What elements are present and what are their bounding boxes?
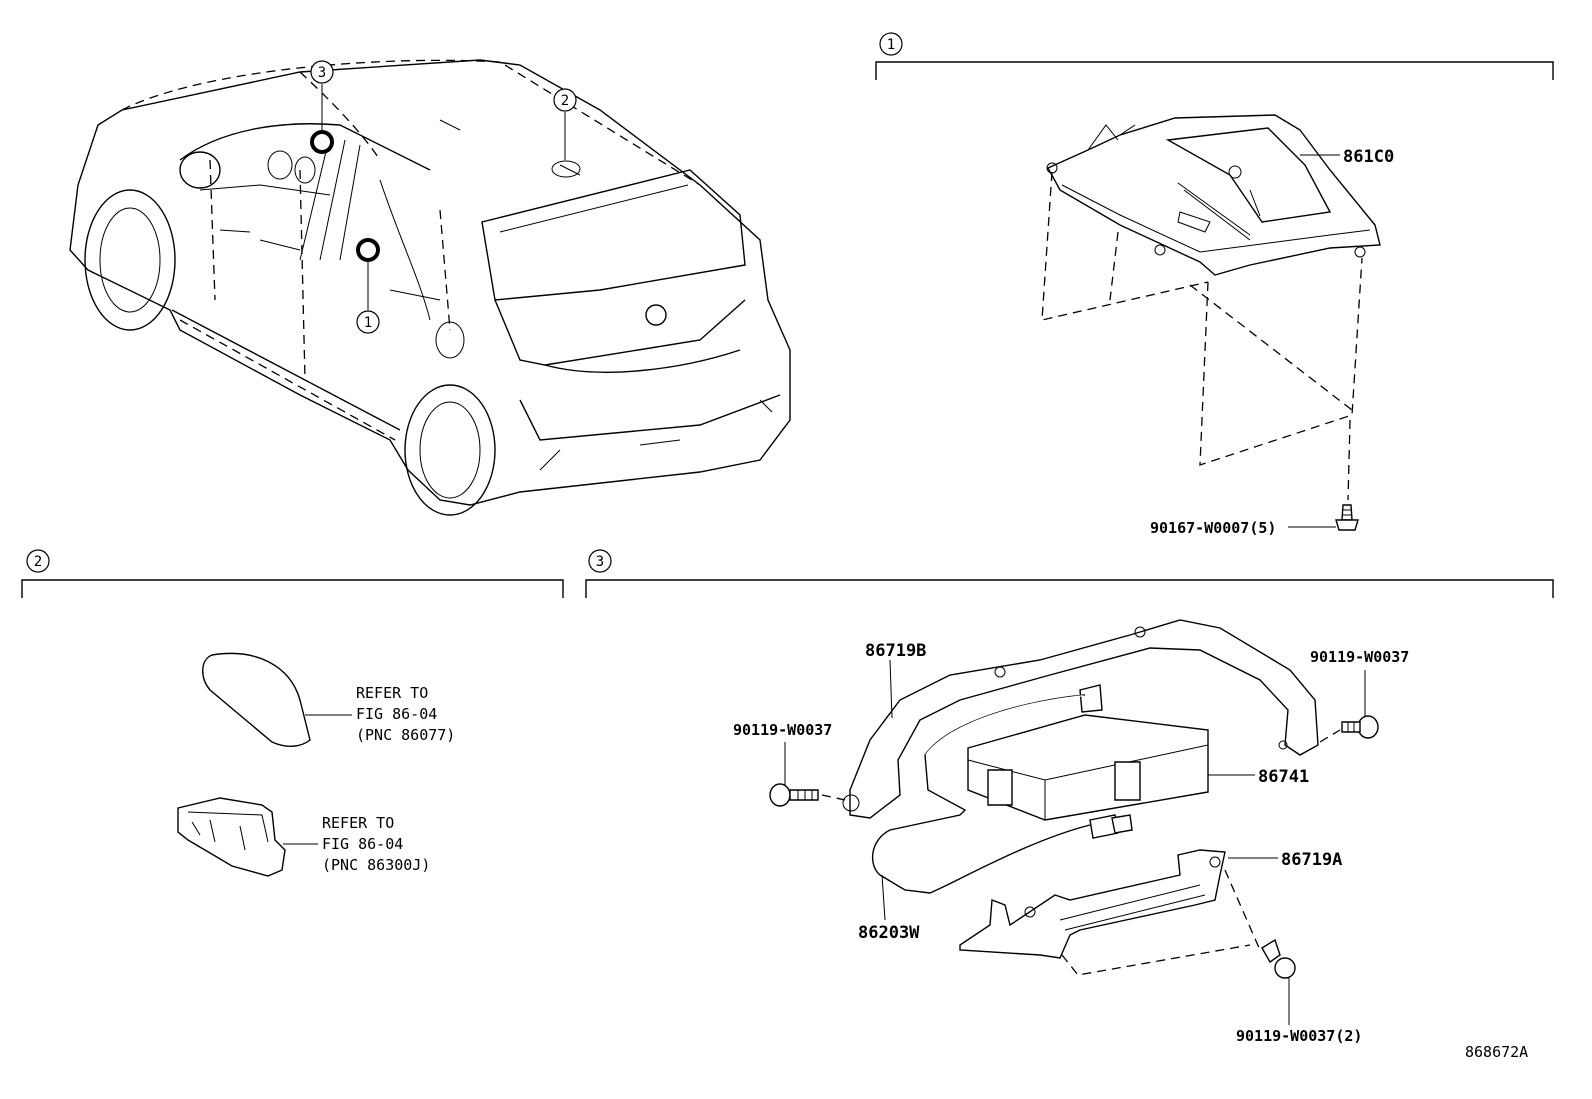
bolt-right xyxy=(1341,715,1379,739)
wireless-charger-tray xyxy=(1046,114,1381,276)
bolt-bottom xyxy=(1261,938,1296,979)
bracket-86719A xyxy=(959,849,1226,959)
svg-text:1: 1 xyxy=(364,315,372,331)
diagram-id: 868672A xyxy=(1465,1043,1528,1061)
svg-text:FIG 86-04: FIG 86-04 xyxy=(322,835,403,853)
svg-text:3: 3 xyxy=(318,65,326,81)
part-label-90119-W0037-2: 90119-W0037(2) xyxy=(1236,1027,1362,1045)
section-3: 3 86719B 90119-W0037 90119-W0037 xyxy=(585,549,1554,1045)
svg-text:FIG 86-04: FIG 86-04 xyxy=(356,705,437,723)
part-label-86719B: 86719B xyxy=(865,641,926,661)
car-callout-2 xyxy=(553,88,577,112)
svg-text:2: 2 xyxy=(34,554,42,570)
section-1-badge xyxy=(879,32,903,56)
part-label-861C0: 861C0 xyxy=(1343,147,1394,167)
part-label-90167-W0007: 90167-W0007(5) xyxy=(1150,519,1276,537)
part-label-86741: 86741 xyxy=(1258,767,1309,787)
section-3-badge xyxy=(588,549,612,573)
shark-fin-antenna xyxy=(202,652,311,747)
part-label-86719A: 86719A xyxy=(1281,850,1342,870)
screw-90167 xyxy=(1335,504,1359,531)
part-label-86203W: 86203W xyxy=(858,923,920,943)
car-illustration: 3 2 1 xyxy=(69,59,791,516)
bracket-86719B xyxy=(842,619,1319,819)
car-callout-3 xyxy=(310,60,334,84)
marker-3 xyxy=(310,130,334,154)
wire-86203W xyxy=(871,694,1133,894)
section-2: 2 REFER TO FIG 86-04 (PNC 86077) REFER T… xyxy=(21,549,564,877)
part-label-90119-W0037-right: 90119-W0037 xyxy=(1310,648,1409,666)
module-86741 xyxy=(967,684,1209,821)
part-label-90119-W0037-left: 90119-W0037 xyxy=(733,721,832,739)
antenna-amplifier xyxy=(177,797,286,877)
section-2-badge xyxy=(26,549,50,573)
svg-text:1: 1 xyxy=(887,37,895,53)
svg-text:(PNC 86300J): (PNC 86300J) xyxy=(322,856,430,874)
section-1: 1 861C0 xyxy=(875,32,1554,537)
svg-text:3: 3 xyxy=(596,554,604,570)
bolt-left xyxy=(769,783,819,807)
svg-text:(PNC 86077): (PNC 86077) xyxy=(356,726,455,744)
marker-1 xyxy=(356,238,380,262)
svg-text:REFER TO: REFER TO xyxy=(322,814,394,832)
svg-text:2: 2 xyxy=(561,93,569,109)
car-callout-1 xyxy=(356,310,380,334)
svg-text:REFER TO: REFER TO xyxy=(356,684,428,702)
